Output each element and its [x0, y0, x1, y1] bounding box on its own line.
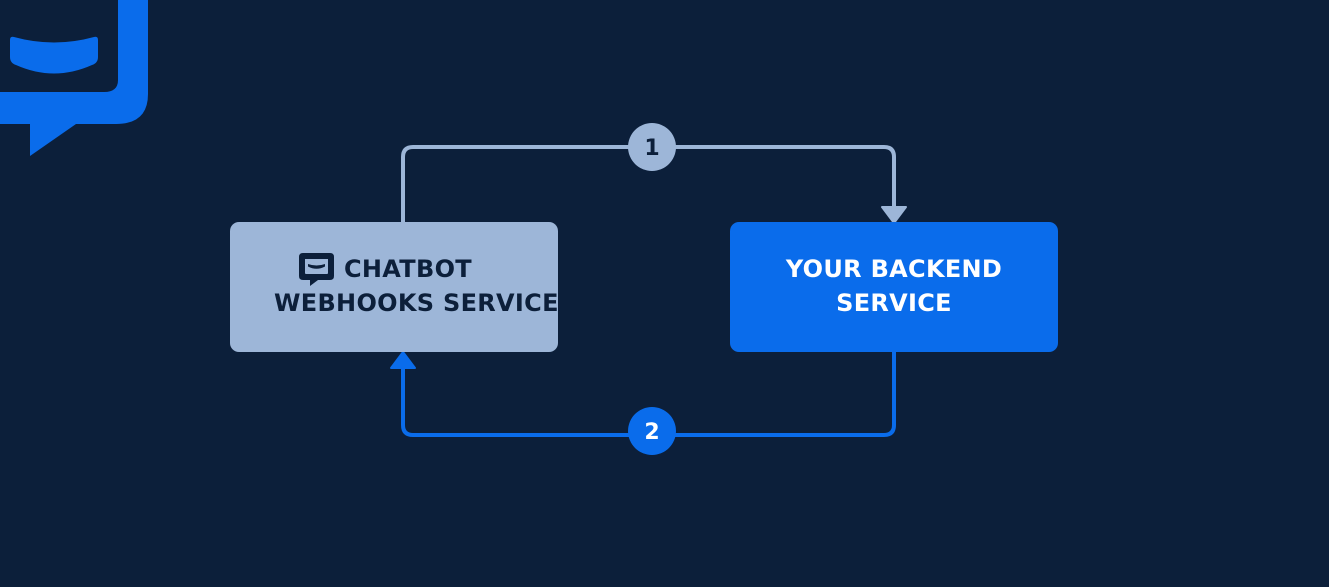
chatbot-node-title-line1: CHATBOT	[344, 255, 472, 283]
step-1-label: 1	[644, 136, 659, 161]
backend-node-title-line2: SERVICE	[836, 289, 952, 317]
chatbot-logo	[0, 0, 148, 156]
step-2-badge	[628, 407, 676, 455]
chatbot-webhooks-node: CHATBOT WEBHOOKS SERVICE	[230, 222, 558, 352]
backend-service-node: YOUR BACKEND SERVICE	[730, 222, 1058, 352]
request-arrowhead	[881, 206, 907, 224]
step-1-badge	[628, 123, 676, 171]
backend-node-title-line1: YOUR BACKEND	[785, 255, 1003, 283]
step-2-label: 2	[644, 420, 659, 445]
chatbot-node-title-line2: WEBHOOKS SERVICE	[274, 289, 559, 317]
chat-bubble-icon	[299, 253, 334, 286]
response-arrowhead	[390, 351, 416, 369]
